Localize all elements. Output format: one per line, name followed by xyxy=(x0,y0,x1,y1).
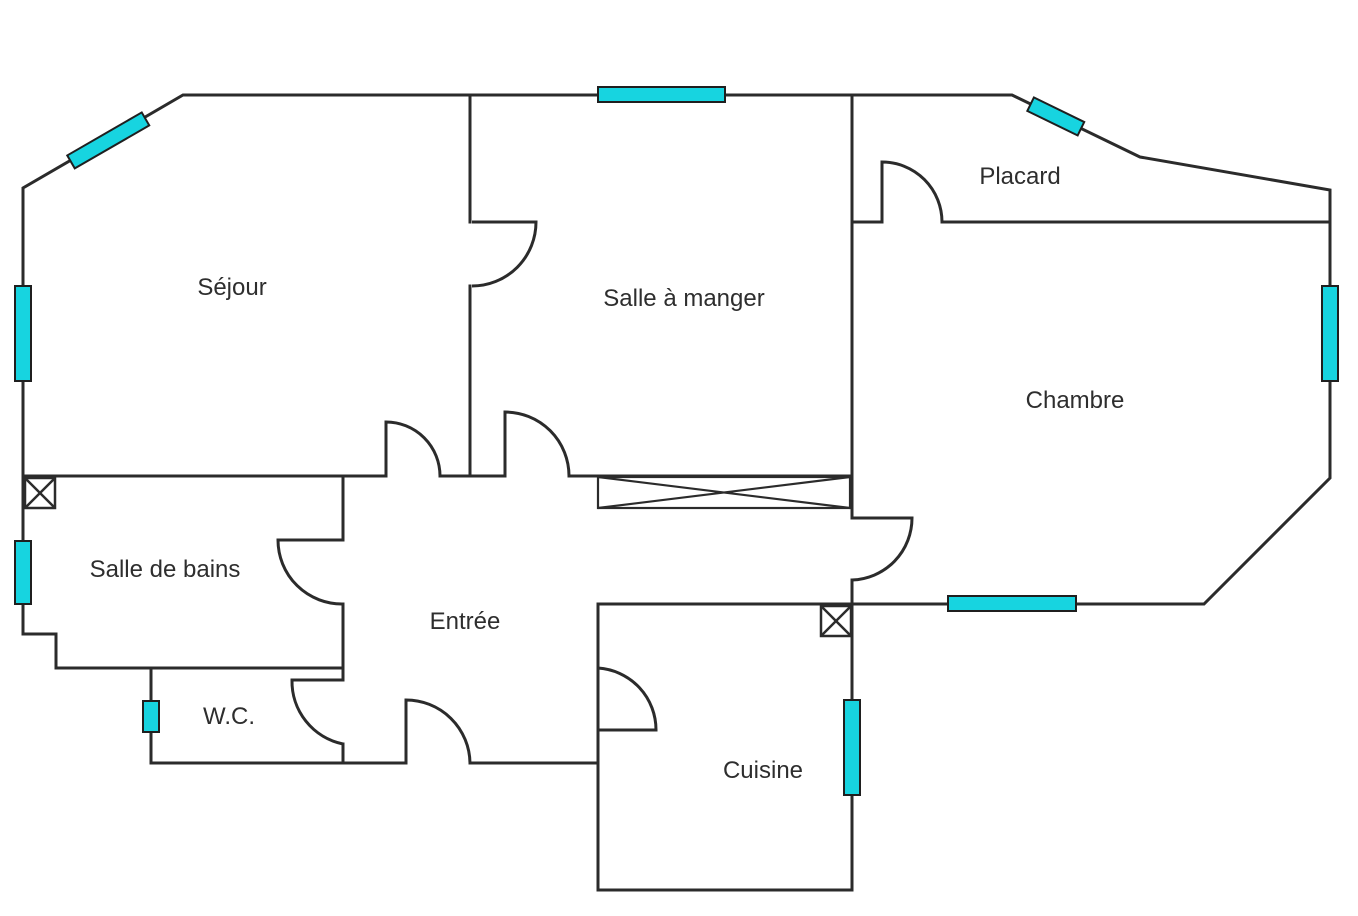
label-sejour: Séjour xyxy=(197,274,266,301)
built-in-cupboard xyxy=(596,475,852,510)
label-salle-de-bains: Salle de bains xyxy=(90,556,241,583)
door-kitchen xyxy=(597,666,658,732)
window-sejour-diagonal xyxy=(65,111,151,170)
room-labels: Séjour Salle à manger Placard Chambre Sa… xyxy=(90,163,1125,784)
door-chambre xyxy=(851,516,914,582)
wc-wall xyxy=(149,666,345,765)
door-wc xyxy=(290,678,344,746)
window-chambre-bottom xyxy=(947,595,1077,612)
windows xyxy=(14,86,1339,796)
shafts xyxy=(23,476,853,638)
shaft-bathroom-x2 xyxy=(24,477,56,509)
window-placard-diagonal xyxy=(1025,96,1086,137)
window-wc xyxy=(142,700,160,733)
door-sejour-dining xyxy=(471,220,538,288)
window-kitchen xyxy=(843,699,861,796)
label-chambre: Chambre xyxy=(1026,387,1125,414)
label-wc: W.C. xyxy=(203,703,255,730)
label-salle-a-manger: Salle à manger xyxy=(603,285,764,312)
window-bathroom xyxy=(14,540,32,605)
door-dining-entry xyxy=(503,410,571,477)
door-entrance xyxy=(404,698,472,764)
door-bathroom xyxy=(276,538,344,606)
shaft-kitchen-x2 xyxy=(820,605,852,637)
window-chambre-right xyxy=(1321,285,1339,382)
walls xyxy=(21,93,1332,892)
label-cuisine: Cuisine xyxy=(723,757,803,784)
exterior-wall-top-left xyxy=(21,93,1332,606)
door-sejour-entry xyxy=(384,420,442,477)
label-entree: Entrée xyxy=(430,608,501,635)
window-sejour-left xyxy=(14,285,32,382)
window-dining-top xyxy=(597,86,726,103)
cupboard-cross-b xyxy=(597,475,851,510)
cupboard-box xyxy=(596,475,852,510)
label-placard: Placard xyxy=(979,163,1060,190)
kitchen-wall xyxy=(596,602,854,892)
door-placard xyxy=(880,160,944,223)
doors xyxy=(276,160,944,764)
